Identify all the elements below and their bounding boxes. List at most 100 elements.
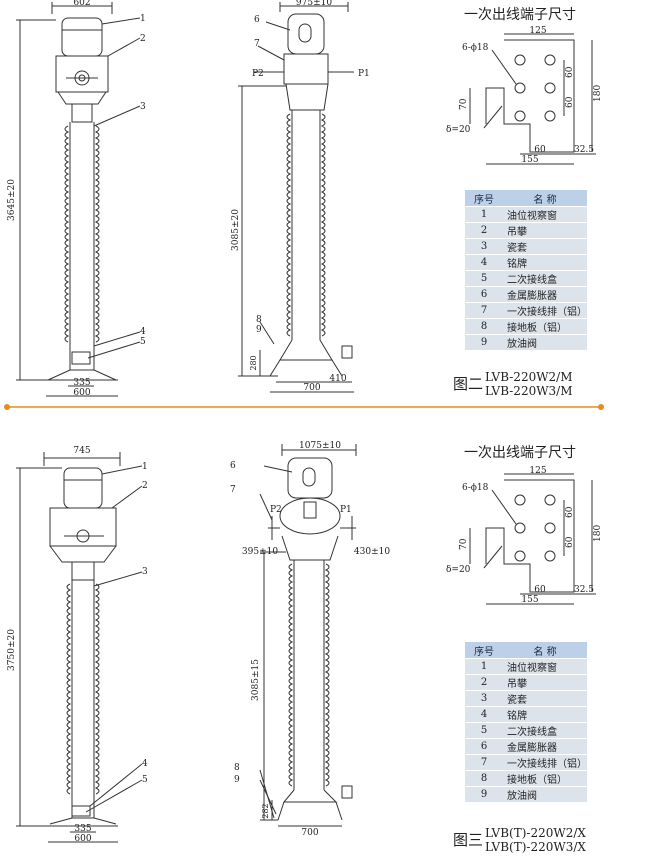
fig2-term-h: 180 bbox=[593, 85, 603, 102]
fig3-callout-7: 7 bbox=[230, 485, 236, 495]
fig2-term-b3: 155 bbox=[521, 155, 538, 165]
fig3-side-height-dim: 3750±20 bbox=[7, 629, 17, 671]
fig2-front-foot-dim: 280 bbox=[249, 355, 258, 370]
section-separator bbox=[6, 406, 600, 408]
parts-header-no: 序号 bbox=[465, 642, 503, 659]
fig3-front-foot-dim: 282 bbox=[261, 803, 270, 818]
fig2-term-holes: 6-ϕ18 bbox=[462, 43, 489, 53]
fig3-callout-2: 2 bbox=[142, 481, 148, 491]
fig3-side-base1-dim: 335 bbox=[74, 824, 91, 834]
separator-dot-right bbox=[598, 404, 604, 410]
fig3-model-2: LVB(T)-220W3/X bbox=[485, 840, 586, 854]
fig3-term-w: 125 bbox=[529, 466, 546, 476]
fig2-side-view: 602 3645±20 335 600 1 2 3 4 5 bbox=[7, 0, 146, 398]
fig3-term-v1: 60 bbox=[565, 506, 575, 518]
callout-2: 2 bbox=[140, 34, 146, 44]
callout-3: 3 bbox=[140, 102, 146, 112]
fig3-callout-8: 8 bbox=[234, 763, 240, 773]
parts-header-no: 序号 bbox=[465, 190, 503, 207]
fig2-side-base1-dim: 335 bbox=[73, 378, 90, 388]
fig2-front-top-dim: 975±10 bbox=[296, 0, 332, 8]
fig3-callout-3: 3 bbox=[142, 567, 148, 577]
fig2-front-base2-dim: 700 bbox=[303, 383, 320, 393]
fig3-terminal-title: 一次出线端子尺寸 bbox=[464, 445, 576, 461]
fig3-term-holes: 6-ϕ18 bbox=[462, 483, 489, 493]
callout-8: 8 bbox=[256, 315, 262, 325]
fig3-term-h: 180 bbox=[593, 525, 603, 542]
fig3-callout-5: 5 bbox=[142, 775, 148, 785]
fig2-side-base2-dim: 600 bbox=[73, 388, 90, 398]
fig3-front-p2: P2 bbox=[270, 505, 282, 515]
callout-1: 1 bbox=[140, 14, 146, 24]
fig3-terminal-drawing: 125 6-ϕ18 60 60 180 70 δ=20 60 32.5 155 bbox=[446, 466, 603, 605]
fig3-callout-4: 4 bbox=[142, 759, 148, 769]
callout-6: 6 bbox=[254, 15, 260, 25]
fig3-callout-1: 1 bbox=[142, 462, 148, 472]
fig2-front-base1-dim: 410 bbox=[329, 374, 346, 384]
fig3-term-thick: δ=20 bbox=[446, 565, 471, 575]
fig2-caption-prefix: 图二 bbox=[453, 375, 484, 393]
separator-dot-left bbox=[4, 404, 10, 410]
callout-9: 9 bbox=[256, 325, 262, 335]
fig2-term-left: 70 bbox=[459, 98, 469, 110]
fig3-callout-6: 6 bbox=[230, 461, 236, 471]
fig3-front-left-dim: 395±10 bbox=[242, 547, 278, 557]
fig3-front-p1: P1 bbox=[340, 505, 352, 515]
parts-header-name: 名 称 bbox=[503, 642, 587, 659]
fig3-side-view: 745 3750±20 335 600 1 2 3 4 5 bbox=[7, 446, 148, 844]
fig3-side-base2-dim: 600 bbox=[74, 834, 91, 844]
fig2-side-top-dim: 602 bbox=[73, 0, 90, 8]
fig3-term-b2: 32.5 bbox=[574, 585, 594, 595]
fig3-front-height-dim: 3085±15 bbox=[251, 659, 261, 701]
fig3-front-right-dim: 430±10 bbox=[354, 547, 390, 557]
fig3-term-b3: 155 bbox=[521, 595, 538, 605]
fig3-model-1: LVB(T)-220W2/X bbox=[485, 826, 586, 840]
fig3-front-base2-dim: 700 bbox=[301, 828, 318, 838]
fig3-term-b1: 60 bbox=[534, 585, 546, 595]
callout-4: 4 bbox=[140, 327, 146, 337]
fig3-front-top-dim: 1075±10 bbox=[299, 441, 341, 451]
fig3-callout-9: 9 bbox=[234, 775, 240, 785]
fig3-side-top-dim: 745 bbox=[73, 446, 90, 456]
fig3-term-left: 70 bbox=[459, 538, 469, 550]
fig2-terminal-title: 一次出线端子尺寸 bbox=[464, 7, 576, 23]
fig2-side-height-dim: 3645±20 bbox=[7, 179, 17, 221]
fig2-terminal-drawing: 125 6-ϕ18 60 60 180 70 δ=20 60 32.5 155 bbox=[446, 26, 603, 165]
fig2-term-b1: 60 bbox=[534, 145, 546, 155]
fig3-front-view: 1075±10 P2 P1 395±10 430±10 3085±15 282 … bbox=[230, 441, 390, 838]
fig2-front-p2: P2 bbox=[252, 69, 264, 79]
parts-header-name: 名 称 bbox=[503, 190, 587, 207]
fig2-term-v1: 60 bbox=[565, 66, 575, 78]
fig2-front-height-dim: 3085±20 bbox=[231, 209, 241, 251]
fig3-caption-prefix: 图三 bbox=[453, 831, 484, 849]
fig2-front-p1: P1 bbox=[358, 69, 370, 79]
fig2-term-b2: 32.5 bbox=[574, 145, 594, 155]
fig2-front-view: 975±10 P2 P1 3085±20 280 410 700 6 7 8 9 bbox=[231, 0, 370, 393]
fig2-term-v2: 60 bbox=[565, 96, 575, 108]
callout-7: 7 bbox=[254, 39, 260, 49]
fig2-model-1: LVB-220W2/M bbox=[485, 370, 573, 384]
fig2-term-w: 125 bbox=[529, 26, 546, 36]
callout-5: 5 bbox=[140, 337, 146, 347]
fig2-term-thick: δ=20 bbox=[446, 125, 471, 135]
fig3-term-v2: 60 bbox=[565, 536, 575, 548]
fig2-model-2: LVB-220W3/M bbox=[485, 384, 573, 398]
